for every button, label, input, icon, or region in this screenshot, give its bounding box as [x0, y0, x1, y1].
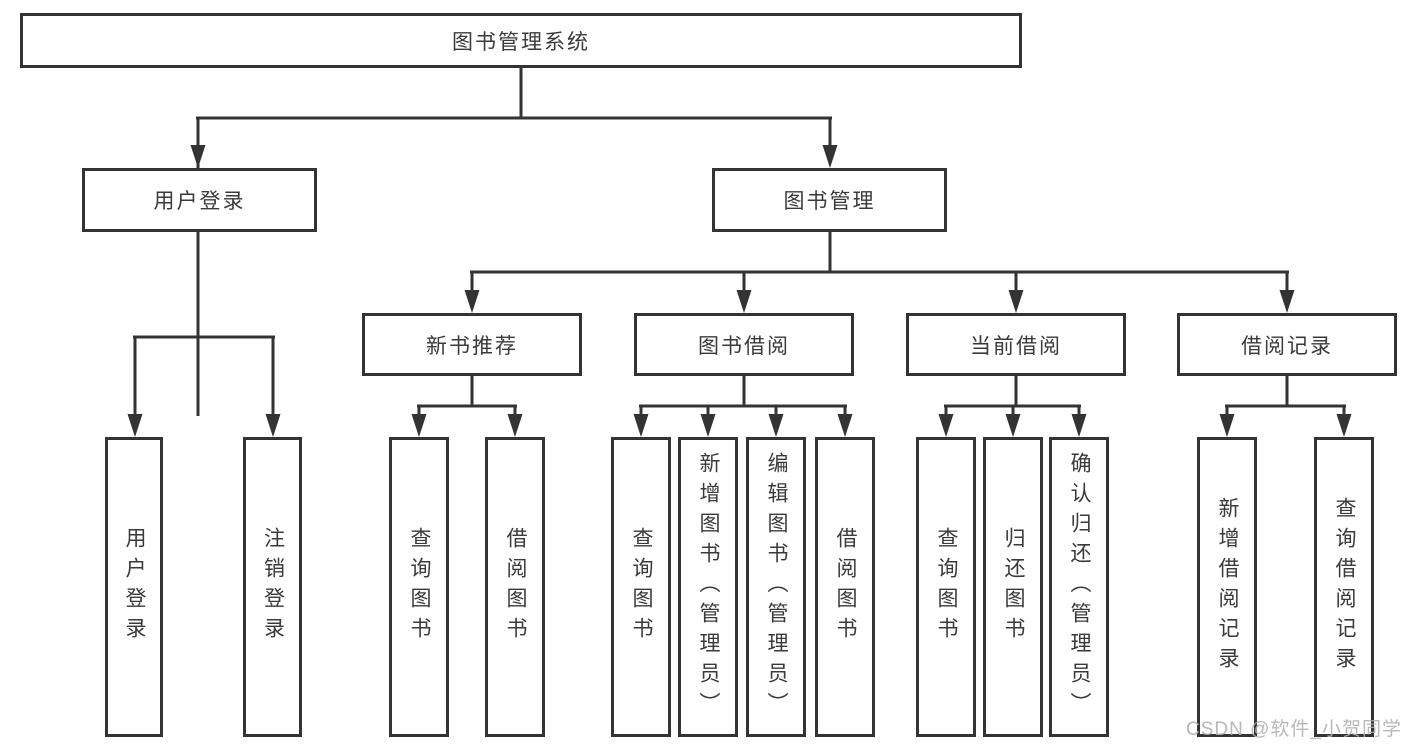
node-borrow-records-label: 借阅记录: [1241, 334, 1333, 358]
leaf-edit-book-admin-label: 编辑图书（管理员）: [765, 452, 789, 722]
node-root: 图书管理系统: [20, 13, 1022, 68]
connector-path: [133, 68, 1346, 417]
leaf-query-books-borrow-label: 查询图书: [630, 527, 654, 647]
node-current-borrow-label: 当前借阅: [970, 334, 1062, 358]
node-current-borrow: 当前借阅: [906, 313, 1126, 376]
leaf-query-books-recommend: 查询图书: [389, 437, 449, 737]
leaf-query-books-current-label: 查询图书: [935, 527, 959, 647]
leaf-edit-book-admin: 编辑图书（管理员）: [746, 437, 806, 737]
leaf-add-borrow-record-label: 新增借阅记录: [1216, 497, 1240, 677]
leaf-query-borrow-record-label: 查询借阅记录: [1333, 497, 1357, 677]
leaf-add-borrow-record: 新增借阅记录: [1197, 437, 1257, 737]
leaf-borrow-books-recommend-label: 借阅图书: [504, 527, 528, 647]
leaf-query-books-borrow: 查询图书: [611, 437, 671, 737]
leaf-return-book-label: 归还图书: [1002, 527, 1026, 647]
node-borrow-records: 借阅记录: [1177, 313, 1397, 376]
leaf-borrow-books: 借阅图书: [815, 437, 875, 737]
leaf-query-books-recommend-label: 查询图书: [408, 527, 432, 647]
node-user-login-label: 用户登录: [153, 190, 246, 213]
leaf-query-borrow-record: 查询借阅记录: [1314, 437, 1374, 737]
leaf-confirm-return-admin: 确认归还（管理员）: [1049, 437, 1109, 737]
node-new-book-recommend: 新书推荐: [362, 313, 582, 376]
node-user-login: 用户登录: [82, 168, 317, 232]
node-book-management-label: 图书管理: [783, 190, 876, 213]
leaf-add-book-admin: 新增图书（管理员）: [678, 437, 738, 737]
leaf-logout: 注销登录: [243, 437, 302, 737]
leaf-return-book: 归还图书: [983, 437, 1043, 737]
node-book-borrow: 图书借阅: [634, 313, 854, 376]
node-book-management: 图书管理: [712, 168, 947, 232]
node-new-book-recommend-label: 新书推荐: [426, 334, 518, 358]
arrowheads: [127, 145, 1352, 437]
leaf-add-book-admin-label: 新增图书（管理员）: [697, 452, 721, 722]
csdn-watermark: CSDN @软件_小贺同学: [1186, 719, 1402, 740]
leaf-borrow-books-recommend: 借阅图书: [485, 437, 545, 737]
leaf-confirm-return-admin-label: 确认归还（管理员）: [1068, 452, 1092, 722]
leaf-user-login: 用户登录: [105, 437, 163, 737]
leaf-query-books-current: 查询图书: [916, 437, 976, 737]
leaf-borrow-books-label: 借阅图书: [834, 527, 858, 647]
leaf-logout-label: 注销登录: [261, 527, 285, 647]
leaf-user-login-label: 用户登录: [123, 527, 147, 647]
node-book-borrow-label: 图书借阅: [698, 334, 790, 358]
node-root-label: 图书管理系统: [452, 30, 590, 54]
